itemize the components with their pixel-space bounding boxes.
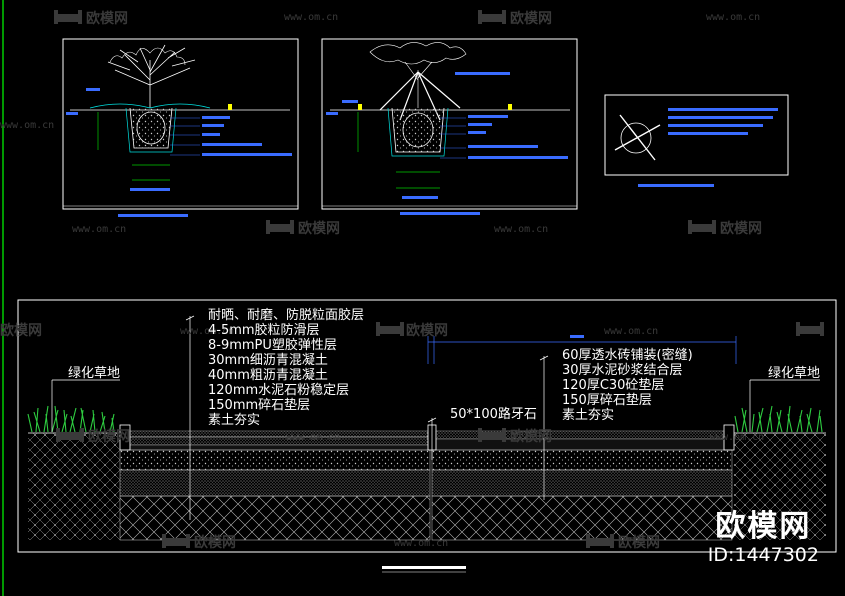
watermark-text: 欧模网 (510, 11, 552, 27)
layer-label: 素土夯实 (208, 413, 261, 428)
watermark-url: www.om.cn (604, 326, 659, 337)
watermark-url: www.om.cn (494, 224, 549, 235)
watermark-url: www.om.cn (710, 432, 765, 443)
watermark-url: www.om.cn (394, 538, 449, 549)
layer-label: 60厚透水砖铺装(密缝) (562, 348, 693, 363)
stake-plan-detail (604, 94, 789, 187)
watermark-text: 欧模网 (88, 429, 130, 445)
shrub-planting-detail (62, 38, 299, 217)
grass-label-left: 绿化草地 (68, 366, 121, 381)
watermark-text: 欧模网 (0, 323, 42, 339)
layer-label: 120mm水泥石粉稳定层 (208, 383, 350, 398)
brand-name: 欧模网 (715, 509, 812, 544)
watermark-text: 欧模网 (194, 535, 236, 551)
grass-left-icon (27, 405, 115, 433)
watermark-icons (54, 10, 824, 548)
layer-label: 150mm碎石垫层 (208, 398, 311, 413)
layer-label: 120厚C30砼垫层 (562, 378, 665, 393)
watermark-text: 欧模网 (298, 221, 340, 237)
watermark-text: 欧模网 (510, 429, 552, 445)
layer-label: 40mm粗沥青混凝土 (208, 368, 328, 383)
layer-label: 4-5mm胶粒防滑层 (208, 323, 320, 338)
right-layer-list: 60厚透水砖铺装(密缝) 30厚水泥砂浆结合层 120厚C30砼垫层 150厚碎… (562, 348, 693, 423)
watermark-text: 欧模网 (406, 323, 448, 339)
watermark-text: 欧模网 (720, 221, 762, 237)
tree-crown-2 (369, 42, 467, 108)
paving-section-detail (17, 299, 837, 573)
watermark-url: www.om.cn (286, 432, 341, 443)
layer-label: 素土夯实 (562, 408, 615, 423)
left-layer-list: 耐晒、耐磨、防脱粒面胶层 4-5mm胶粒防滑层 8-9mmPU塑胶弹性层 30m… (208, 308, 364, 428)
watermark-text: 欧模网 (86, 11, 128, 27)
layer-label: 8-9mmPU塑胶弹性层 (208, 338, 337, 353)
grass-right-icon (734, 405, 823, 433)
layer-label: 150厚碎石垫层 (562, 393, 652, 408)
tree-planting-detail (321, 38, 578, 215)
layer-label: 30厚水泥砂浆结合层 (562, 363, 683, 378)
watermark-url: www.om.cn (284, 12, 339, 23)
tree-crown (107, 44, 196, 108)
layer-label: 30mm细沥青混凝土 (208, 353, 328, 368)
grass-label-right: 绿化草地 (768, 366, 821, 381)
brand-id: ID:1447302 (707, 544, 819, 566)
watermark-text: 欧模网 (618, 535, 660, 551)
curb-label: 50*100路牙石 (450, 407, 537, 422)
watermark-url: www.om.cn (180, 326, 235, 337)
brand-mark: 欧模网 ID:1447302 (707, 509, 819, 567)
watermark-url: www.om.cn (706, 12, 761, 23)
watermark-url: www.om.cn (72, 224, 127, 235)
watermark-url: www.om.cn (0, 120, 55, 131)
layer-label: 耐晒、耐磨、防脱粒面胶层 (208, 308, 365, 323)
